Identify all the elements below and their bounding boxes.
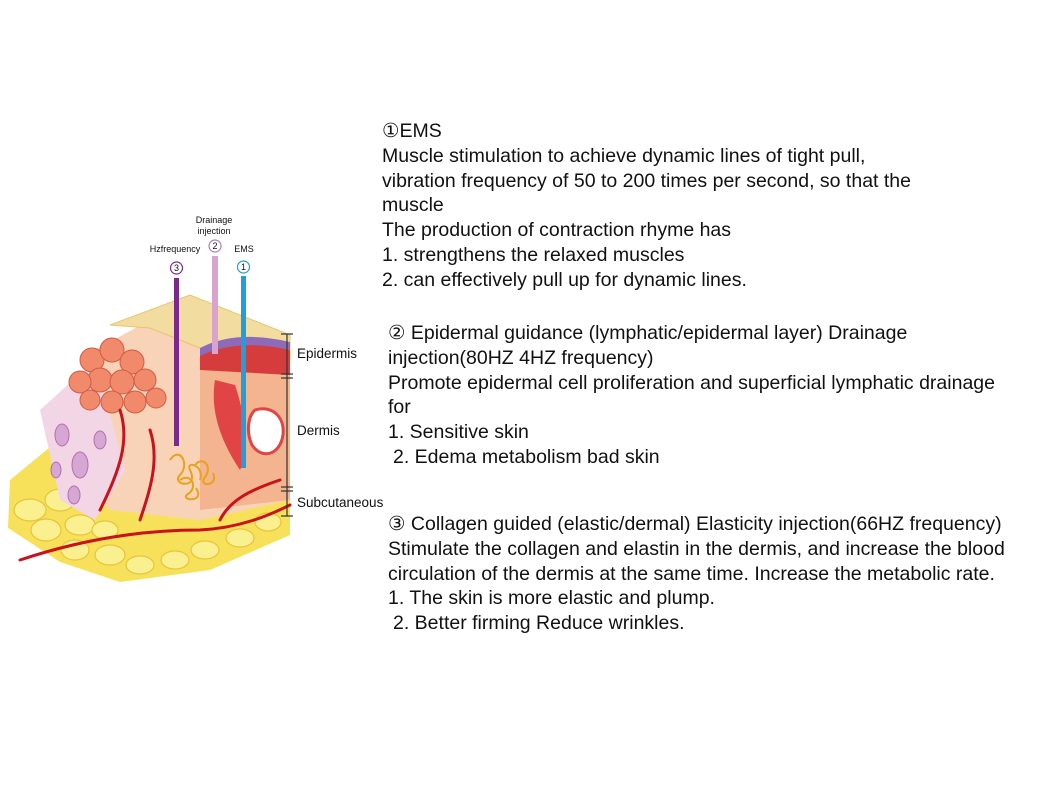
blood-vessels bbox=[18, 408, 292, 562]
hair-follicle bbox=[213, 380, 246, 470]
section-line: 2. can effectively pull up for dynamic l… bbox=[382, 268, 747, 291]
layer-label-epidermis: Epidermis bbox=[297, 346, 357, 361]
nerve-tangle bbox=[169, 453, 216, 501]
lymph-cells bbox=[50, 423, 107, 505]
section-line: 1. strengthens the relaxed muscles bbox=[382, 243, 685, 266]
probe-label-injection: injection bbox=[197, 226, 230, 236]
cell-clusters bbox=[68, 337, 167, 414]
section-collagen-guided: ③ Collagen guided (elastic/dermal) Elast… bbox=[388, 512, 1005, 636]
section-line: circulation of the dermis at the same ti… bbox=[388, 562, 995, 585]
section-line: 1. Sensitive skin bbox=[388, 421, 529, 444]
section-line: vibration frequency of 50 to 200 times p… bbox=[382, 169, 911, 192]
probe-marker-3: 3 bbox=[174, 263, 179, 273]
layer-bracket bbox=[281, 333, 293, 517]
section-epidermal-guidance: ② Epidermal guidance (lymphatic/epiderma… bbox=[388, 321, 995, 470]
probe-ems: 1 EMS bbox=[234, 244, 254, 468]
probe-hzfrequency: 3 Hzfrequency bbox=[150, 244, 201, 446]
section-line: 1. The skin is more elastic and plump. bbox=[388, 587, 715, 610]
section-line: muscle bbox=[382, 194, 444, 217]
probe-label-hzfrequency: Hzfrequency bbox=[150, 244, 201, 254]
epidermis-purple-band bbox=[200, 336, 290, 356]
section-line: for bbox=[388, 396, 411, 419]
section-line: Stimulate the collagen and elastin in th… bbox=[388, 537, 1005, 560]
probe-drainage: 2 Drainage injection bbox=[196, 215, 233, 354]
gland bbox=[246, 407, 285, 456]
layer-label-dermis: Dermis bbox=[297, 423, 340, 438]
section-line: 2. Better firming Reduce wrinkles. bbox=[393, 612, 685, 635]
section-line: The production of contraction rhyme has bbox=[382, 219, 732, 242]
section-line: 2. Edema metabolism bad skin bbox=[393, 445, 660, 468]
probe-label-ems: EMS bbox=[234, 244, 254, 254]
probe-label-drainage: Drainage bbox=[196, 215, 233, 225]
section-heading: ①EMS bbox=[382, 120, 442, 142]
skin-layer-diagram: 3 Hzfrequency 2 Drainage injection 1 EMS… bbox=[8, 215, 384, 582]
section-heading: ② Epidermal guidance (lymphatic/epiderma… bbox=[388, 322, 908, 344]
probe-marker-2: 2 bbox=[212, 241, 217, 251]
probe-marker-1: 1 bbox=[241, 262, 246, 272]
section-line: Promote epidermal cell proliferation and… bbox=[388, 371, 995, 394]
section-line: injection(80HZ 4HZ frequency) bbox=[388, 346, 654, 369]
layer-label-subcutaneous: Subcutaneous bbox=[297, 495, 384, 510]
section-ems: ①EMS Muscle stimulation to achieve dynam… bbox=[382, 119, 911, 293]
section-line: Muscle stimulation to achieve dynamic li… bbox=[382, 144, 866, 167]
section-heading: ③ Collagen guided (elastic/dermal) Elast… bbox=[388, 513, 1002, 535]
